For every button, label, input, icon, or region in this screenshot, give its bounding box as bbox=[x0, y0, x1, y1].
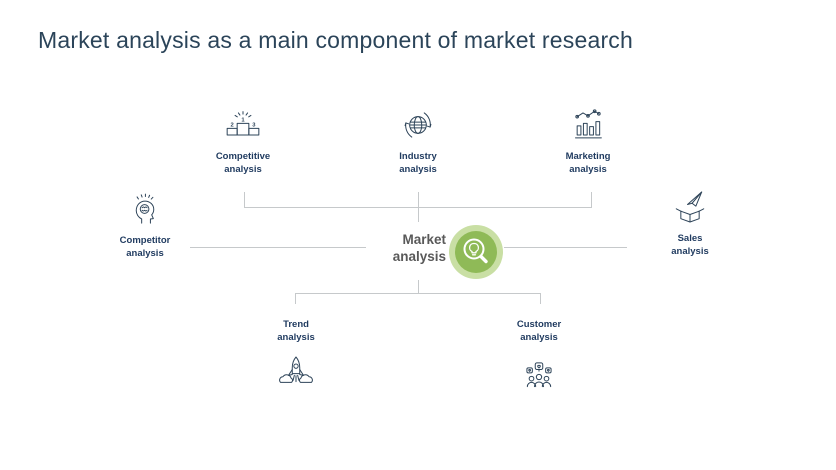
node-sales-analysis: Sales analysis bbox=[642, 187, 738, 258]
connector-line bbox=[244, 192, 245, 207]
node-competitive-analysis: 1 2 3 Competitive analysis bbox=[195, 105, 291, 176]
node-label: Customer analysis bbox=[516, 319, 562, 343]
connector-line bbox=[540, 293, 541, 304]
head-brain-icon bbox=[135, 193, 155, 224]
node-label: Sales analysis bbox=[671, 233, 709, 257]
center-node-badge bbox=[448, 224, 504, 280]
node-label: Industry analysis bbox=[399, 151, 437, 175]
winner-podium-icon: 1 2 3 bbox=[226, 111, 260, 136]
magnifier-lightbulb-icon bbox=[449, 225, 503, 279]
node-marketing-analysis: Marketing analysis bbox=[540, 105, 636, 176]
connector-line bbox=[295, 293, 541, 294]
box-paper-plane-icon bbox=[675, 191, 705, 223]
node-industry-analysis: Industry analysis bbox=[370, 105, 466, 176]
connector-line bbox=[418, 192, 419, 222]
node-customer-analysis: Customer analysis bbox=[491, 318, 587, 392]
connector-line bbox=[295, 293, 296, 304]
slide-title: Market analysis as a main component of m… bbox=[38, 27, 633, 53]
node-label: Competitor analysis bbox=[119, 235, 171, 259]
node-label: Trend analysis bbox=[277, 319, 315, 343]
customer-group-icon bbox=[526, 362, 552, 388]
connector-line bbox=[190, 247, 366, 248]
connector-line bbox=[418, 280, 419, 293]
globe-sync-icon bbox=[404, 112, 432, 138]
node-label: Marketing analysis bbox=[565, 151, 611, 175]
connector-line bbox=[504, 247, 627, 248]
node-trend-analysis: Trend analysis bbox=[248, 318, 344, 392]
center-node-label: Market analysis bbox=[392, 232, 446, 264]
svg-text:2: 2 bbox=[231, 123, 235, 129]
node-competitor-analysis: Competitor analysis bbox=[97, 189, 193, 260]
svg-text:3: 3 bbox=[252, 123, 256, 129]
rocket-launch-icon bbox=[279, 356, 313, 383]
connector-line bbox=[591, 192, 592, 207]
node-label: Competitive analysis bbox=[215, 151, 271, 175]
svg-text:1: 1 bbox=[241, 118, 245, 124]
bar-line-chart-icon bbox=[575, 109, 602, 139]
